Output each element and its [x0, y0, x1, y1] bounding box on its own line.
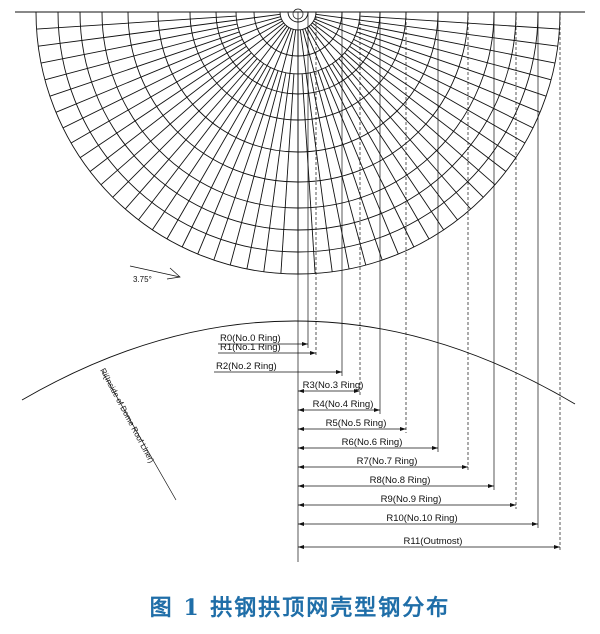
dimension-arrow	[298, 446, 304, 450]
radial-member	[246, 72, 287, 270]
radial-member	[38, 13, 281, 47]
ring-label: R1(No.1 Ring)	[220, 342, 281, 353]
radial-member	[358, 23, 556, 64]
radial-member	[55, 18, 282, 113]
radial-member	[213, 70, 279, 261]
radial-member	[124, 58, 258, 210]
radial-member	[315, 16, 552, 81]
radial-member	[314, 18, 541, 113]
dimension-arrow	[488, 484, 494, 488]
radial-member	[70, 20, 283, 144]
figure-caption: 图 1 拱钢拱顶网壳型钢分布	[149, 595, 451, 621]
radial-member	[356, 31, 547, 97]
ring-label: R5(No.5 Ring)	[326, 418, 387, 429]
radial-member	[359, 15, 560, 30]
projection-lines	[297, 12, 561, 562]
ring-label: R2(No.2 Ring)	[216, 361, 277, 372]
angle-arrow	[166, 267, 181, 280]
radial-member	[44, 16, 281, 81]
dimension-arrow	[400, 427, 406, 431]
radial-member	[324, 67, 415, 248]
dimension-arrow	[532, 522, 538, 526]
dimension-arrow	[298, 427, 304, 431]
radial-member	[344, 52, 496, 186]
radial-member	[112, 24, 286, 198]
radial-member	[302, 29, 367, 266]
dimension-arrow	[298, 503, 304, 507]
radial-member	[349, 46, 517, 158]
angle-leader	[129, 265, 181, 278]
radial-member	[280, 73, 295, 274]
dimension-arrow	[298, 484, 304, 488]
radial-member	[308, 26, 458, 221]
ring-dimensions: R0(No.0 Ring)R1(No.1 Ring) R2(No.2 Ring) R…	[214, 333, 560, 549]
radial-member	[49, 31, 240, 97]
radial-member	[306, 27, 430, 240]
radial-member	[301, 73, 316, 274]
radial-member	[100, 52, 252, 186]
radial-member	[197, 28, 292, 255]
radial-member	[62, 38, 243, 129]
dimension-arrow	[554, 545, 560, 549]
dimension-arrow	[298, 389, 304, 393]
radial-member	[36, 15, 237, 30]
dimension-arrow	[298, 465, 304, 469]
radial-member	[181, 67, 272, 248]
dimension-arrow	[310, 351, 316, 355]
ring-label: R9(No.9 Ring)	[381, 494, 442, 505]
dome-liner-arc	[21, 320, 576, 405]
radial-member	[40, 23, 238, 64]
liner-leader	[101, 370, 177, 501]
radial-member	[310, 24, 484, 198]
radial-member	[353, 38, 534, 129]
radial-member	[304, 28, 399, 255]
radial-member	[79, 46, 247, 158]
center-marker	[292, 8, 304, 20]
radial-member	[309, 72, 350, 270]
radial-member	[315, 13, 558, 47]
dimension-arrow	[462, 465, 468, 469]
dimension-arrow	[374, 408, 380, 412]
radial-member	[312, 22, 507, 172]
dimension-arrow	[298, 408, 304, 412]
liner-label: Ri(Inside of Dome Roof Liner)	[98, 367, 156, 465]
ring-label: R10(No.10 Ring)	[386, 513, 457, 524]
radial-member	[332, 63, 444, 231]
ring-label: R6(No.6 Ring)	[342, 437, 403, 448]
angle-label: 3.75°	[133, 275, 152, 284]
radial-member	[166, 27, 290, 240]
dimension-arrow	[336, 370, 342, 374]
dimension-arrow	[510, 503, 516, 507]
radial-member	[152, 63, 264, 231]
dimension-arrow	[432, 446, 438, 450]
radial-member	[299, 29, 333, 272]
ring-label: R11(Outmost)	[404, 536, 463, 547]
radial-member	[89, 22, 284, 172]
ring-label: R4(No.4 Ring)	[313, 399, 374, 410]
radial-member	[338, 58, 472, 210]
ring-label: R7(No.7 Ring)	[357, 456, 418, 467]
radial-member	[138, 26, 288, 221]
dimension-arrow	[302, 342, 308, 346]
dimension-arrow	[298, 545, 304, 549]
ring-label: R3(No.3 Ring)	[303, 380, 364, 391]
dome-grid-diagram: R0(No.0 Ring)R1(No.1 Ring) R2(No.2 Ring) R…	[15, 8, 585, 562]
dimension-arrow	[354, 389, 360, 393]
ring-label: R8(No.8 Ring)	[370, 475, 431, 486]
radial-member	[229, 29, 294, 266]
radial-member	[263, 29, 297, 272]
radial-member	[317, 70, 383, 261]
dimension-arrow	[298, 522, 304, 526]
ring-label: R0(No.0 Ring)	[220, 333, 281, 344]
radial-member	[313, 20, 526, 144]
